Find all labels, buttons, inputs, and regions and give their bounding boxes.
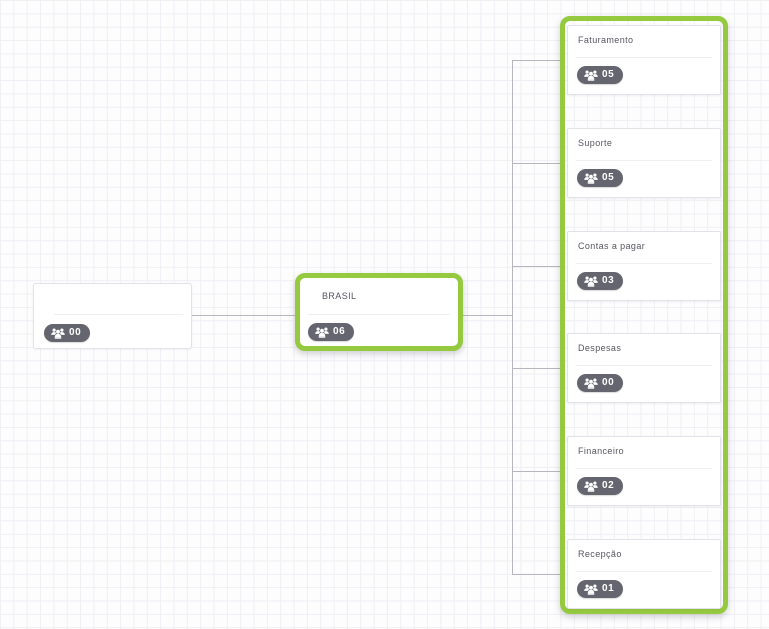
node-title: Financeiro — [578, 446, 625, 456]
member-count-badge[interactable]: 00 — [44, 324, 91, 342]
node-financeiro[interactable]: Financeiro 02 — [567, 436, 721, 506]
node-divider — [576, 365, 712, 366]
users-group-icon — [584, 276, 598, 287]
connector-root-brasil — [192, 315, 295, 316]
member-count-badge[interactable]: 05 — [577, 169, 624, 187]
member-count-value: 06 — [333, 326, 346, 337]
users-group-icon — [315, 327, 329, 338]
users-group-icon — [584, 584, 598, 595]
member-count-value: 03 — [602, 275, 615, 286]
connector-branch-contas-a-pagar — [512, 266, 560, 267]
node-root[interactable]: 00 — [33, 283, 192, 349]
node-contas-a-pagar[interactable]: Contas a pagar 03 — [567, 231, 721, 301]
connector-branch-faturamento — [512, 60, 560, 61]
member-count-value: 05 — [602, 69, 615, 80]
member-count-value: 05 — [602, 172, 615, 183]
node-divider — [576, 468, 712, 469]
node-title: Contas a pagar — [578, 241, 646, 251]
node-recepcao[interactable]: Recepção 01 — [567, 539, 721, 609]
member-count-badge[interactable]: 06 — [308, 323, 355, 341]
users-group-icon — [584, 378, 598, 389]
node-faturamento[interactable]: Faturamento 05 — [567, 25, 721, 95]
node-despesas[interactable]: Despesas 00 — [567, 333, 721, 403]
member-count-value: 02 — [602, 480, 615, 491]
users-group-icon — [51, 328, 65, 339]
node-title: Recepção — [578, 549, 622, 559]
member-count-badge[interactable]: 01 — [577, 580, 624, 598]
connector-brasil-trunk — [463, 315, 512, 316]
member-count-badge[interactable]: 02 — [577, 477, 624, 495]
connector-trunk — [512, 60, 513, 574]
node-divider — [308, 314, 450, 315]
node-suporte[interactable]: Suporte 05 — [567, 128, 721, 198]
node-divider — [576, 57, 712, 58]
children-group-frame: Faturamento 05 Suporte — [560, 16, 728, 614]
node-title: Despesas — [578, 343, 622, 353]
connector-branch-despesas — [512, 368, 560, 369]
node-divider — [576, 160, 712, 161]
node-brasil-title: BRASIL — [322, 291, 357, 301]
member-count-badge[interactable]: 05 — [577, 66, 624, 84]
connector-branch-financeiro — [512, 471, 560, 472]
node-divider — [576, 263, 712, 264]
users-group-icon — [584, 481, 598, 492]
node-brasil[interactable]: BRASIL 06 — [295, 273, 463, 351]
member-count-badge[interactable]: 03 — [577, 272, 624, 290]
member-count-value: 01 — [602, 583, 615, 594]
member-count-badge[interactable]: 00 — [577, 374, 624, 392]
node-title: Suporte — [578, 138, 613, 148]
node-divider — [576, 571, 712, 572]
member-count-value: 00 — [69, 327, 82, 338]
users-group-icon — [584, 70, 598, 81]
users-group-icon — [584, 173, 598, 184]
node-divider — [54, 314, 183, 315]
connector-branch-recepcao — [512, 574, 560, 575]
node-title: Faturamento — [578, 35, 634, 45]
member-count-value: 00 — [602, 377, 615, 388]
connector-branch-suporte — [512, 163, 560, 164]
